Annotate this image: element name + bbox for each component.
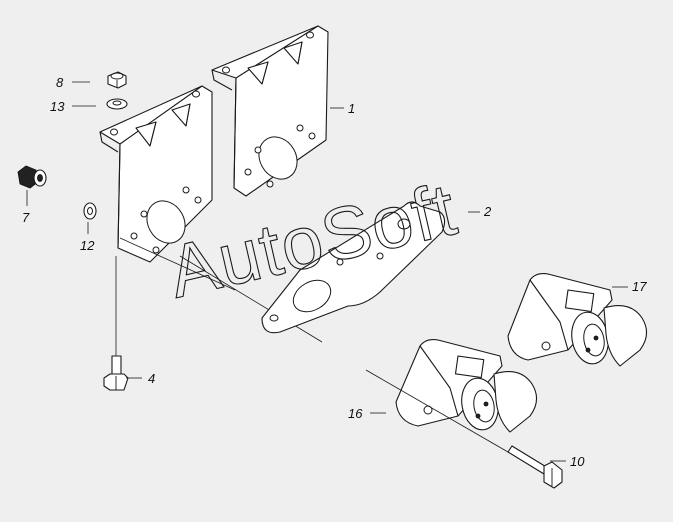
assembly-axis-line <box>119 237 236 291</box>
callout-1: 1 <box>348 101 355 116</box>
callout-13: 13 <box>50 99 65 114</box>
callout-7: 7 <box>22 210 30 225</box>
socket-axis-line <box>365 369 509 453</box>
callout-10: 10 <box>570 454 585 469</box>
nut-part-8 <box>107 71 127 89</box>
socket-part-17 <box>507 273 648 367</box>
callout-2: 2 <box>483 204 492 219</box>
callout-16: 16 <box>348 406 363 421</box>
washer-part-12 <box>83 202 97 220</box>
callout-17: 17 <box>632 279 647 294</box>
callout-4: 4 <box>148 371 155 386</box>
callout-8: 8 <box>56 75 64 90</box>
bracket-plate-part-1 <box>211 25 329 197</box>
callout-12: 12 <box>80 238 95 253</box>
bracket-plate-front <box>99 85 213 263</box>
assembly-axis-line-2 <box>179 255 323 343</box>
flange-nut-part-7 <box>17 165 47 189</box>
bolt-part-10 <box>507 445 563 489</box>
bolt-part-4 <box>103 355 129 391</box>
gasket-part-2 <box>261 201 446 334</box>
washer-part-13 <box>106 98 128 110</box>
socket-part-16 <box>395 339 538 433</box>
